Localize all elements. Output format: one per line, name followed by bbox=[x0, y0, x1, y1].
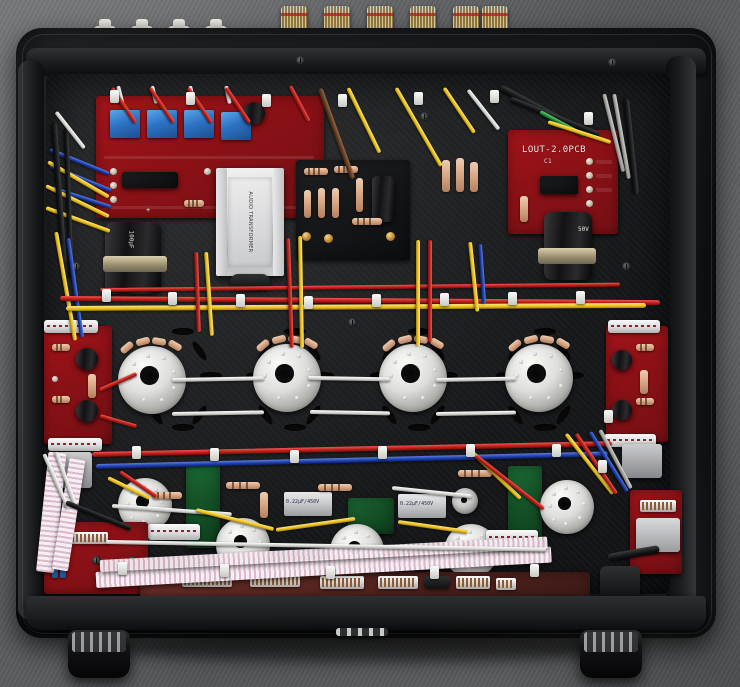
bus-connector bbox=[496, 578, 516, 590]
capacitor-clamp-band bbox=[103, 256, 167, 272]
driver-resistor bbox=[636, 398, 654, 405]
output-relay bbox=[540, 176, 578, 194]
chassis-rear-rail bbox=[26, 48, 706, 74]
filter-capacitor-right bbox=[544, 212, 592, 280]
coupling-capacitor-2: 0.22µF/450V bbox=[398, 494, 446, 518]
solder-pad bbox=[586, 200, 593, 207]
tube-socket-3 bbox=[379, 344, 447, 412]
bias-resistor bbox=[470, 162, 478, 192]
coupling-capacitor-1: 0.22µF/450V bbox=[284, 492, 332, 516]
terminal-lug bbox=[324, 234, 333, 243]
driver-capacitor bbox=[76, 400, 98, 422]
transformer-label: AUDIO TRANSFORMER bbox=[247, 191, 253, 253]
terminal-lug bbox=[302, 232, 311, 241]
bias-resistor bbox=[456, 158, 464, 192]
board-resistor bbox=[184, 200, 204, 207]
solder-pad bbox=[110, 168, 117, 175]
grid-resistor bbox=[458, 470, 492, 477]
plate-resistor bbox=[356, 178, 363, 212]
driver-capacitor bbox=[76, 348, 98, 370]
grid-resistor bbox=[226, 482, 260, 489]
coupling-capacitor-2-label: 0.22µF/450V bbox=[400, 501, 434, 508]
solder-pad bbox=[586, 186, 593, 193]
tube-socket-4 bbox=[505, 344, 573, 412]
output-pcb-sub-silkscreen: C1 bbox=[544, 158, 553, 165]
chassis-screw bbox=[296, 56, 305, 65]
bus-ic bbox=[424, 576, 450, 588]
pcb-mount-screw bbox=[92, 556, 101, 565]
decoupling-capacitor bbox=[372, 176, 394, 222]
chassis-screw bbox=[608, 58, 617, 67]
signal-relay-3 bbox=[184, 110, 214, 138]
driver-resistor bbox=[640, 370, 648, 394]
driver-capacitor bbox=[612, 400, 632, 420]
control-pcb-header bbox=[66, 532, 108, 544]
plate-resistor bbox=[332, 188, 339, 218]
heatsink-bracket bbox=[622, 444, 662, 478]
front-panel-indicator-strip bbox=[336, 628, 388, 636]
driver-resistor bbox=[52, 396, 70, 403]
grid-resistor bbox=[152, 492, 182, 499]
plate-resistor bbox=[304, 168, 328, 175]
capacitor-clamp-band bbox=[538, 248, 596, 264]
capacitor-value-label: 50V bbox=[578, 226, 589, 233]
bleeder-resistor bbox=[520, 196, 528, 222]
pcb-trace bbox=[596, 188, 612, 192]
solder-pad bbox=[586, 172, 593, 179]
solder-pad bbox=[204, 168, 211, 175]
solder-pad bbox=[52, 376, 58, 382]
cathode-resistor bbox=[148, 524, 200, 540]
power-resistor bbox=[608, 320, 660, 333]
chassis-front-rail bbox=[26, 596, 706, 630]
solder-pad bbox=[110, 196, 117, 203]
chassis-foot-left bbox=[68, 630, 130, 678]
signal-relay-2 bbox=[147, 110, 177, 138]
pcb-trace bbox=[104, 206, 304, 209]
chassis-screw bbox=[348, 318, 357, 327]
chassis-shadow bbox=[120, 632, 620, 662]
driver-capacitor bbox=[612, 350, 632, 370]
pcb-silkscreen: + bbox=[146, 206, 151, 214]
bus-connector bbox=[456, 576, 490, 589]
chassis-foot-right bbox=[580, 630, 642, 678]
grid-resistor bbox=[318, 484, 352, 491]
capacitor-value-label: 100µF bbox=[127, 230, 135, 249]
bus-connector bbox=[320, 576, 364, 589]
plate-resistor bbox=[352, 218, 382, 225]
pcb-trace bbox=[596, 160, 612, 164]
coupling-capacitor-1-label: 0.22µF/450V bbox=[286, 499, 320, 506]
tube-socket-2 bbox=[253, 344, 321, 412]
grid-resistor bbox=[260, 492, 268, 518]
driver-resistor bbox=[52, 344, 70, 351]
chassis-screw bbox=[420, 112, 429, 121]
terminal-lug bbox=[386, 232, 395, 241]
chassis-screw bbox=[622, 262, 631, 271]
bus-connector bbox=[378, 576, 418, 589]
pcb-trace bbox=[104, 156, 314, 159]
control-capacitor bbox=[52, 562, 58, 578]
power-entry-header bbox=[640, 500, 676, 512]
driver-resistor bbox=[88, 374, 96, 398]
power-transformer: AUDIO TRANSFORMER bbox=[216, 168, 284, 276]
relay-ic bbox=[122, 172, 178, 188]
tube-socket-9 bbox=[540, 480, 594, 534]
plate-resistor bbox=[318, 188, 325, 218]
plate-resistor bbox=[304, 190, 311, 218]
driver-resistor bbox=[636, 344, 654, 351]
chassis-screw bbox=[72, 262, 81, 271]
solder-pad bbox=[110, 182, 117, 189]
solder-pad bbox=[586, 158, 593, 165]
mains-inlet bbox=[600, 566, 640, 598]
power-resistor bbox=[48, 438, 102, 451]
output-pcb-silkscreen: LOUT-2.0PCB bbox=[522, 145, 587, 155]
bias-resistor bbox=[442, 160, 450, 192]
power-resistor bbox=[604, 434, 656, 447]
signal-relay-1 bbox=[110, 110, 140, 138]
pcb-trace bbox=[596, 174, 612, 178]
